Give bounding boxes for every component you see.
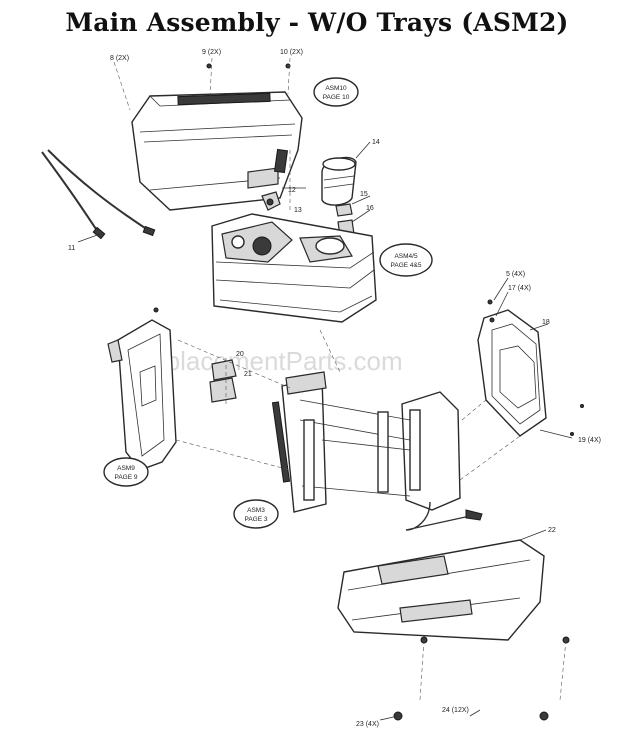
callout-9: 9 (2X) [202,49,221,56]
callout-23: 23 (4X) [356,721,379,728]
callout-14: 14 [372,139,380,146]
ref-asm10[interactable]: ASM10 PAGE 10 [313,77,359,107]
top-cover [131,91,303,211]
frame-assembly [271,371,483,531]
hose-part [41,149,156,240]
diagram-title: Main Assembly - W/O Trays (ASM2) [65,8,569,37]
callout-5: 5 (4X) [506,271,525,278]
callout-11: 11 [68,245,75,252]
callout-19: 19 (4X) [578,437,601,444]
callout-20: 20 [236,351,244,358]
ref-asm9-line1: ASM9 [117,465,135,472]
ref-asm3-line2: PAGE 3 [244,516,267,523]
left-side-panel [107,319,177,471]
ref-asm45-line2: PAGE 4&5 [391,262,422,269]
ref-asm10-line2: PAGE 10 [323,94,350,101]
ref-asm45[interactable]: ASM4/5 PAGE 4&5 [379,243,433,277]
bracket-parts [209,359,237,403]
ref-asm10-line1: ASM10 [325,85,347,92]
callout-24: 24 (12X) [442,707,469,714]
callout-17: 17 (4X) [508,285,531,292]
filter-cartridge [321,156,357,206]
bottom-panel [337,539,545,641]
callout-22: 22 [548,527,556,534]
callout-18: 18 [542,319,550,326]
callout-15: 15 [360,191,368,198]
ref-asm45-line1: ASM4/5 [394,253,418,260]
core-assembly [211,150,377,323]
ref-asm3-line1: ASM3 [247,507,265,514]
leader-lines [77,57,573,721]
ref-asm9[interactable]: ASM9 PAGE 9 [103,457,149,487]
valve-part [261,191,281,211]
ref-asm9-line2: PAGE 9 [114,474,137,481]
callout-12: 12 [288,187,296,194]
callout-8: 8 (2X) [110,55,129,62]
callout-10: 10 (2X) [280,49,303,56]
right-side-panel [477,309,547,437]
callout-16: 16 [366,205,374,212]
callout-13: 13 [294,207,302,214]
ref-asm3[interactable]: ASM3 PAGE 3 [233,499,279,529]
callout-21: 21 [244,371,252,378]
